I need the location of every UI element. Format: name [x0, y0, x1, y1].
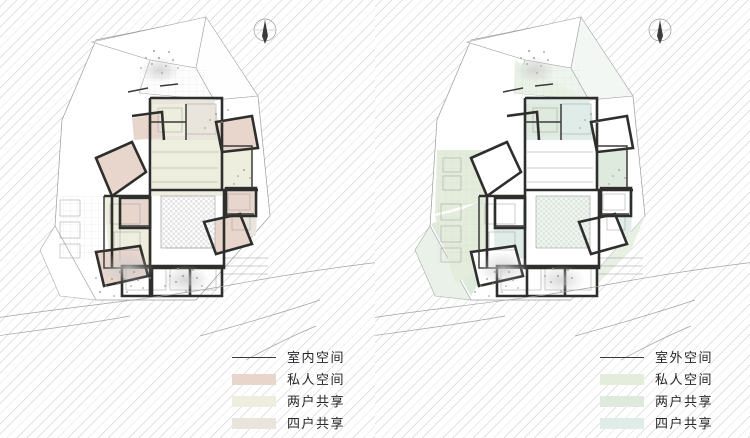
- legend-swatch-shared-four: [232, 417, 276, 429]
- legend-label-private: 私人空间: [287, 371, 346, 387]
- legend-label-shared-two-outdoor: 两户共享: [655, 393, 714, 409]
- legend-item-private-outdoor: 私人空间: [600, 368, 750, 390]
- outdoor-plan-panel: 室外空间 私人空间 两户共享 四户共享: [375, 0, 750, 438]
- outdoor-plan-drawing: [375, 0, 750, 438]
- legend-swatch-shared-two: [232, 395, 276, 407]
- legend-header-label-outdoor: 室外空间: [655, 349, 714, 365]
- indoor-plan-panel: 室内空间 私人空间 两户共享 四户共享: [0, 0, 375, 438]
- legend-item-shared-two: 两户共享: [232, 390, 375, 412]
- legend-swatch-shared-two-outdoor: [600, 395, 644, 407]
- indoor-plan-drawing: [0, 16, 375, 361]
- legend-header-rule: [232, 356, 276, 358]
- north-arrow-right: [648, 18, 672, 44]
- trees-right: [474, 49, 626, 297]
- legend-item-private: 私人空间: [232, 368, 375, 390]
- legend-item-shared-two-outdoor: 两户共享: [600, 390, 750, 412]
- legend-header-row-outdoor: 室外空间: [600, 346, 750, 368]
- legend-header-label: 室内空间: [287, 349, 346, 365]
- indoor-legend: 室内空间 私人空间 两户共享 四户共享: [232, 346, 375, 434]
- legend-label-shared-four-outdoor: 四户共享: [655, 415, 714, 431]
- legend-item-shared-four: 四户共享: [232, 412, 375, 434]
- outdoor-legend: 室外空间 私人空间 两户共享 四户共享: [600, 346, 750, 434]
- legend-label-shared-four: 四户共享: [287, 415, 346, 431]
- legend-header-row: 室内空间: [232, 346, 375, 368]
- legend-label-shared-two: 两户共享: [287, 393, 346, 409]
- legend-item-shared-four-outdoor: 四户共享: [600, 412, 750, 434]
- north-arrow-left: [253, 18, 277, 44]
- legend-swatch-private: [232, 373, 276, 385]
- legend-header-rule-outdoor: [600, 356, 644, 358]
- trees-left: [95, 49, 251, 297]
- legend-swatch-private-outdoor: [600, 373, 644, 385]
- legend-swatch-shared-four-outdoor: [600, 417, 644, 429]
- legend-label-private-outdoor: 私人空间: [655, 371, 714, 387]
